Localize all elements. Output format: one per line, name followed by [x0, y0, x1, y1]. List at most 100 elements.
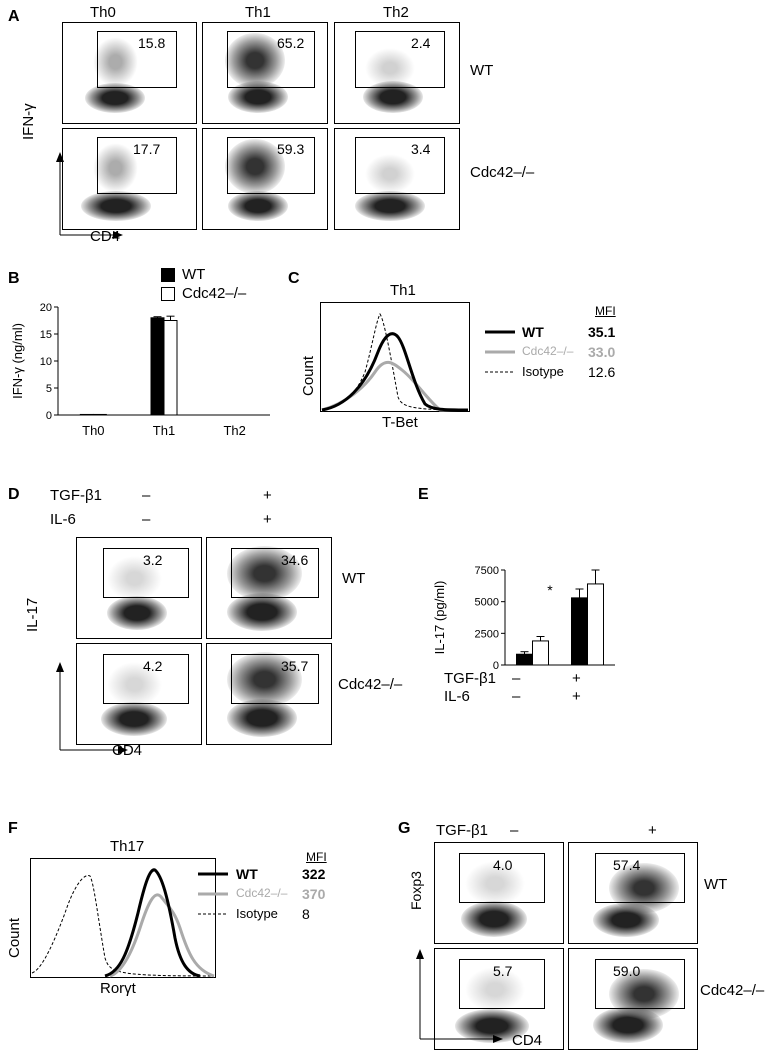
gate-percentage: 15.8 [138, 35, 166, 51]
gate-percentage: 65.2 [277, 35, 305, 51]
bar [150, 317, 165, 416]
y-axis-label-d: IL-17 [24, 597, 41, 632]
gate-percentage: 57.4 [613, 857, 641, 873]
condition-label-il6-d: IL-6 [50, 511, 76, 528]
gate [227, 31, 315, 88]
gate-percentage: 2.4 [411, 35, 431, 51]
y-tick-label: 0 [46, 410, 52, 422]
gate [355, 31, 445, 88]
y-tick-label: 0 [493, 660, 499, 672]
gate-percentage: 59.0 [613, 963, 641, 979]
dot-plot-ko-tgf-neg: 5.7 [434, 948, 564, 1050]
y-tick-label: 7500 [475, 565, 499, 577]
mfi-header-c: MFI [595, 304, 616, 318]
y-axis-label: IFN-γ (ng/ml) [10, 323, 25, 399]
panel-label-e: E [418, 486, 429, 503]
bar [532, 640, 549, 666]
y-tick-label: 5000 [475, 597, 499, 609]
gate-percentage: 17.7 [133, 141, 161, 157]
x-axis-label-d: CD4 [112, 742, 143, 759]
y-axis-label-a: IFN-γ [20, 103, 37, 140]
tbet-histogram [320, 302, 470, 412]
legend-label-ko-f: Cdc42–/– [236, 886, 288, 900]
gate [97, 137, 177, 194]
condition-value: – [510, 822, 519, 839]
dot-plot-wt-th2: 2.4 [334, 22, 460, 124]
dot-plot-wt-th0: 15.8 [62, 22, 197, 124]
condition-value: + [572, 688, 581, 705]
axis-arrows-a [56, 152, 123, 239]
gate [97, 31, 177, 88]
dot-plot-ko-control: 4.2 [76, 643, 202, 745]
x-axis-label-g: CD4 [512, 1032, 543, 1049]
x-tick-label: Th2 [223, 423, 245, 438]
legend-label-wt: WT [182, 266, 206, 283]
gate-percentage: 35.7 [281, 658, 309, 674]
gate-percentage: 59.3 [277, 141, 305, 157]
histogram-title-c: Th1 [390, 282, 416, 299]
gate [103, 654, 189, 704]
bar [516, 653, 533, 666]
legend-lines-f [198, 872, 228, 915]
gate [227, 137, 315, 194]
gate [595, 959, 685, 1009]
dot-plot-wt-tgf-pos: 57.4 [568, 842, 698, 944]
bar [79, 413, 94, 416]
x-axis-label-c: T-Bet [382, 414, 418, 431]
condition-value: + [263, 511, 272, 528]
panel-label-b: B [8, 270, 20, 287]
legend-label-isotype-c: Isotype [522, 364, 564, 379]
row-label-wt-g: WT [704, 876, 728, 893]
panel-label-c: C [288, 270, 300, 287]
gate-percentage: 4.0 [493, 857, 513, 873]
row-label-ko-d: Cdc42–/– [338, 676, 403, 693]
panel-label-d: D [8, 486, 20, 503]
gate [231, 654, 319, 704]
condition-value: + [648, 822, 657, 839]
mfi-value-ko-f: 370 [302, 886, 326, 902]
legend-label-ko-c: Cdc42–/– [522, 344, 574, 358]
dot-plot-wt-tgf-neg: 4.0 [434, 842, 564, 944]
y-tick-label: 20 [40, 302, 52, 314]
row-label-wt: WT [470, 62, 494, 79]
x-tick-label: Th0 [82, 423, 104, 438]
condition-value: – [512, 670, 521, 687]
gate [231, 548, 319, 598]
bar [163, 320, 178, 416]
y-axis-label-f: Count [6, 917, 23, 958]
dot-plot-wt-control: 3.2 [76, 537, 202, 639]
x-tick-label: Th1 [153, 423, 175, 438]
dot-plot-wt-th17: 34.6 [206, 537, 332, 639]
mfi-value-ko-c: 33.0 [588, 344, 616, 360]
row-label-ko-g: Cdc42–/– [700, 982, 765, 999]
roryt-histogram [30, 858, 216, 978]
condition-value: – [512, 688, 521, 705]
y-axis-label-g: Foxp3 [408, 871, 424, 910]
dot-plot-ko-th17: 35.7 [206, 643, 332, 745]
mfi-value-isotype-c: 12.6 [588, 364, 616, 380]
legend-label-isotype-f: Isotype [236, 906, 278, 921]
row-label-wt-d: WT [342, 570, 366, 587]
bar [571, 597, 588, 666]
condition-label-tgf-d: TGF-β1 [50, 487, 102, 504]
legend-label-ko: Cdc42–/– [182, 285, 247, 302]
condition-value: – [142, 487, 151, 504]
dot-plot-ko-tgf-pos: 59.0 [568, 948, 698, 1050]
significance-star: * [547, 582, 553, 598]
dot-plot-wt-th1: 65.2 [202, 22, 328, 124]
condition-label-tgf-e: TGF-β1 [444, 670, 496, 687]
y-axis-label-c: Count [300, 355, 317, 396]
gate [459, 959, 545, 1009]
condition-label-il6-e: IL-6 [444, 688, 470, 705]
histogram-title-f: Th17 [110, 838, 145, 855]
condition-value: + [263, 487, 272, 504]
panel-label-g: G [398, 820, 411, 837]
gate-percentage: 5.7 [493, 963, 513, 979]
gate [355, 137, 445, 194]
condition-value: – [142, 511, 151, 528]
mfi-value-wt-f: 322 [302, 866, 326, 882]
gate-percentage: 34.6 [281, 552, 309, 568]
column-label-th1: Th1 [245, 4, 271, 21]
